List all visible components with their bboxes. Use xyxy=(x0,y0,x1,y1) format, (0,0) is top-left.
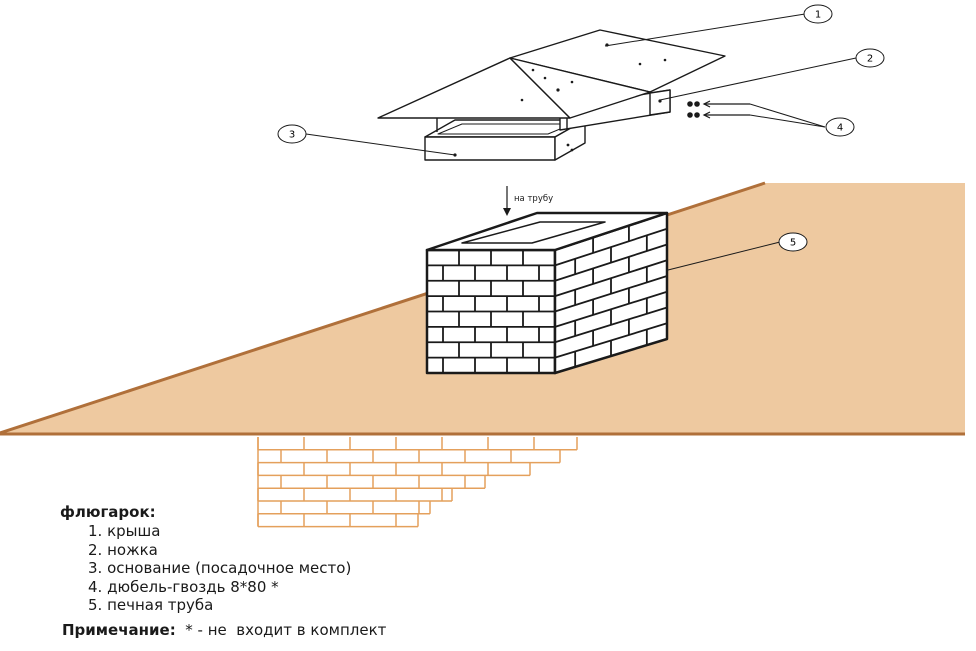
callout-3-number: 3 xyxy=(289,130,295,141)
chimney-flue-opening xyxy=(461,221,606,244)
flue-cap xyxy=(377,29,726,161)
legend-item-roof: 1. крыша xyxy=(88,522,161,540)
cap-roof-right xyxy=(509,57,651,119)
note: Примечание: * - не входит в комплект xyxy=(62,621,386,639)
callout-1 xyxy=(803,4,833,24)
callouts: 1 2 3 4 5 xyxy=(277,4,885,252)
legend-item-leg: 2. ножка xyxy=(88,540,158,559)
leader-lines xyxy=(305,13,857,276)
brick-wall-below-roof xyxy=(257,437,578,528)
chimney-brick-pattern xyxy=(427,225,668,373)
legend-item-dowel: 4. дюбель-гвоздь 8*80 * xyxy=(88,577,279,596)
callout-5-number: 5 xyxy=(790,238,796,249)
note-text: * - не входит в комплект xyxy=(175,621,387,639)
brick-chimney xyxy=(425,211,669,375)
base-opening xyxy=(437,123,573,135)
dowel-nails xyxy=(687,100,750,119)
legend-item-base: 3. основание (посадочное место) xyxy=(88,559,352,577)
callout-2 xyxy=(855,48,885,68)
callout-3 xyxy=(277,124,307,144)
callout-4-number: 4 xyxy=(837,123,843,134)
legend-list: 1. крыша 2. ножка 3. основание (посадочн… xyxy=(60,522,351,615)
callout-1-number: 1 xyxy=(815,10,821,21)
legend: флюгарок: 1. крыша 2. ножка 3. основание… xyxy=(60,503,351,615)
callout-2-number: 2 xyxy=(867,54,873,65)
legend-title: флюгарок: xyxy=(60,503,156,521)
base-front xyxy=(424,136,556,161)
direction-arrow: на трубу xyxy=(503,186,553,216)
arrow-label: на трубу xyxy=(514,194,553,204)
note-label: Примечание: xyxy=(62,621,176,639)
legend-item-chimney: 5. печная труба xyxy=(88,596,214,614)
callout-4 xyxy=(825,117,855,137)
callout-5 xyxy=(778,232,808,252)
